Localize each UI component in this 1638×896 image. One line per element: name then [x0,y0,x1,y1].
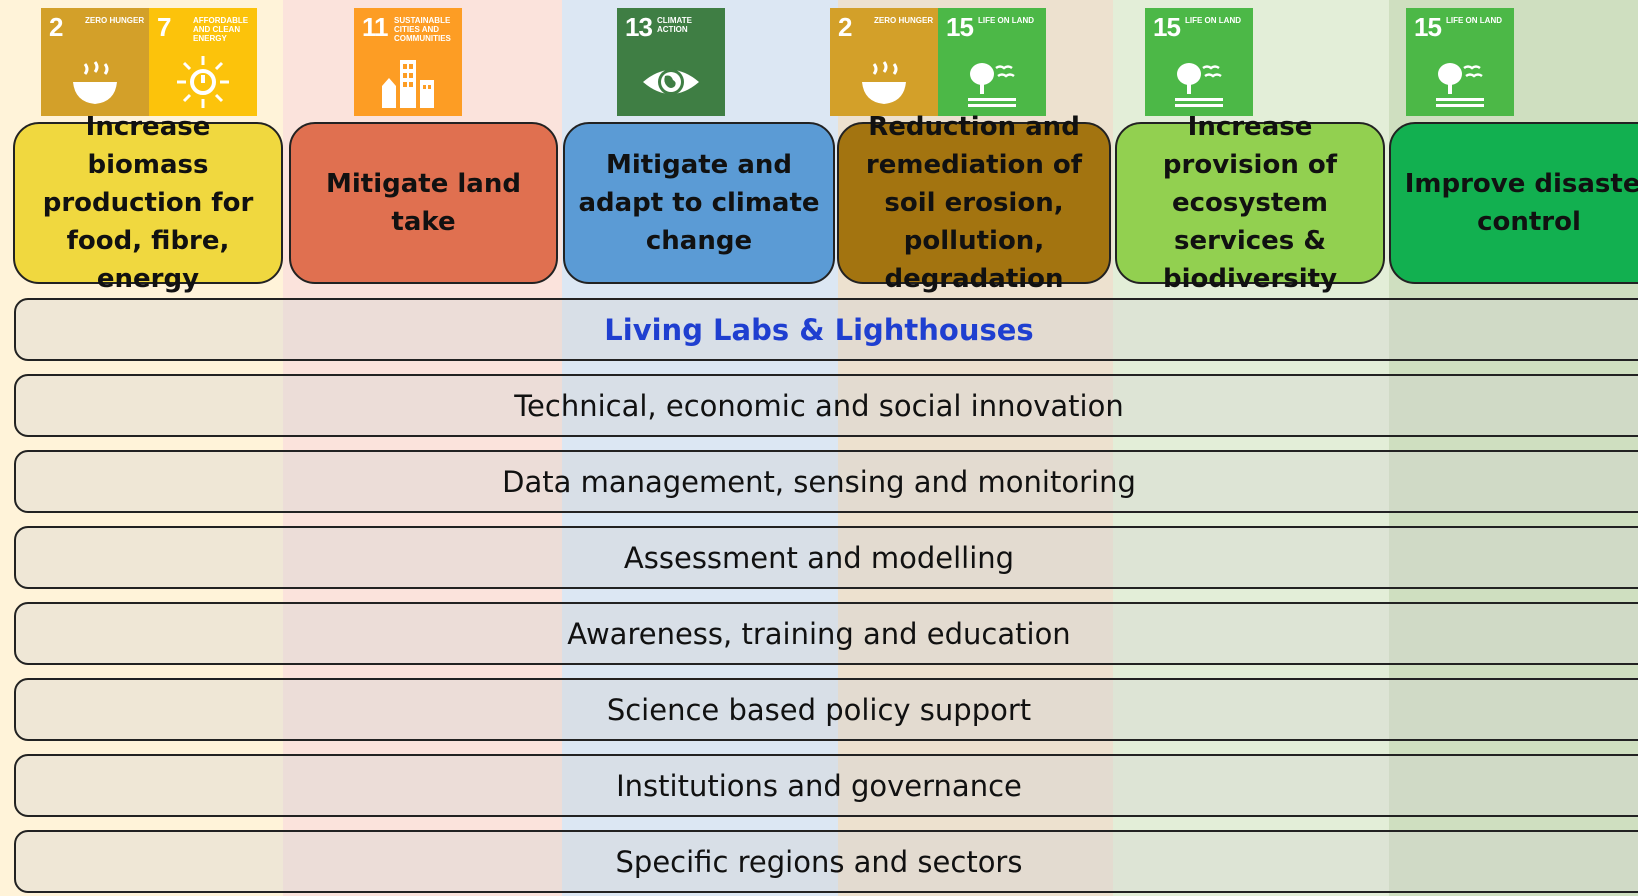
sdg-goal-text: Zero Hunger [85,16,145,25]
sdg-group-land-take: 11Sustainable Cities and Communities [354,8,462,116]
sdg-goal-text: Sustainable Cities and Communities [394,16,451,43]
sdg-goal-text: Zero Hunger [874,16,934,25]
band-label: Institutions and governance [616,768,1022,803]
sdg-tile: 7 Affordable and Clean Energy [149,8,257,116]
band-label: Science based policy support [606,692,1032,727]
sdg-number: 15 [1414,12,1442,42]
goal-box-soil: Reduction and remediation of soil erosio… [837,112,1111,294]
sdg-group-ecosystem: 15 Life on Land [1145,8,1253,116]
bowl-icon [862,61,906,104]
band-awareness: Awareness, training and education [14,602,1638,665]
tree-icon [1436,63,1484,107]
band-label: Assessment and modelling [623,540,1015,575]
band-label: Awareness, training and education [567,616,1071,651]
sdg-group-soil: 2 Zero Hunger 15 Life on Land [830,8,1046,116]
band-label: Specific regions and sectors [615,844,1023,879]
sdg-tile: 15 Life on Land [1406,8,1514,116]
band-institutions: Institutions and governance [14,754,1638,817]
sdg-goal-text: Life on Land [1446,16,1502,25]
band-label: Technical, economic and social innovatio… [514,388,1124,423]
tree-icon [1175,63,1223,107]
sdg-number: 15 [1153,12,1181,42]
city-icon [382,60,434,108]
sdg-number: 7 [157,12,172,42]
goal-box-biomass: Increase biomass production for food, fi… [13,112,283,294]
sdg-goal-text: Climate Action [657,16,692,34]
sdg-number: 11 [362,12,388,42]
sdg-group-disaster: 15 Life on Land [1406,8,1514,116]
sun-icon [177,56,229,108]
goal-box-disaster: Improve disaster control [1389,122,1638,284]
sdg-goal-text: Affordable and Clean Energy [193,16,249,43]
band-assessment: Assessment and modelling [14,526,1638,589]
goal-box-land-take: Mitigate land take [289,122,558,284]
sdg-tile: 15 Life on Land [1145,8,1253,116]
sdg-tile: 13Climate Action [617,8,725,116]
band-label: Data management, sensing and monitoring [502,464,1136,499]
sdg-tile: 2 Zero Hunger [830,8,938,116]
sdg-tile: 2 Zero Hunger [41,8,149,116]
sdg-number: 13 [625,12,653,42]
sdg-number: 2 [49,12,64,42]
sdg-group-climate: 13Climate Action [617,8,725,116]
band-label: Living Labs & Lighthouses [604,312,1034,347]
sdg-number: 15 [946,12,974,42]
band-living-labs: Living Labs & Lighthouses [14,298,1638,361]
sdg-tile: 11Sustainable Cities and Communities [354,8,462,116]
sdg-goal-text: Life on Land [978,16,1034,25]
sdg-tile: 15 Life on Land [938,8,1046,116]
band-regions: Specific regions and sectors [14,830,1638,893]
goal-box-ecosystem: Increase provision of ecosystem services… [1115,112,1385,294]
eye-icon [643,69,699,95]
band-innovation: Technical, economic and social innovatio… [14,374,1638,437]
sdg-number: 2 [838,12,853,42]
bowl-icon [73,61,117,104]
tree-icon [968,63,1016,107]
goal-box-climate: Mitigate and adapt to climate change [563,122,835,284]
sdg-goal-text: Life on Land [1185,16,1241,25]
band-data-management: Data management, sensing and monitoring [14,450,1638,513]
band-policy-support: Science based policy support [14,678,1638,741]
sdg-group-biomass: 2 Zero Hunger 7 Affordable and Clean Energy [41,8,257,116]
